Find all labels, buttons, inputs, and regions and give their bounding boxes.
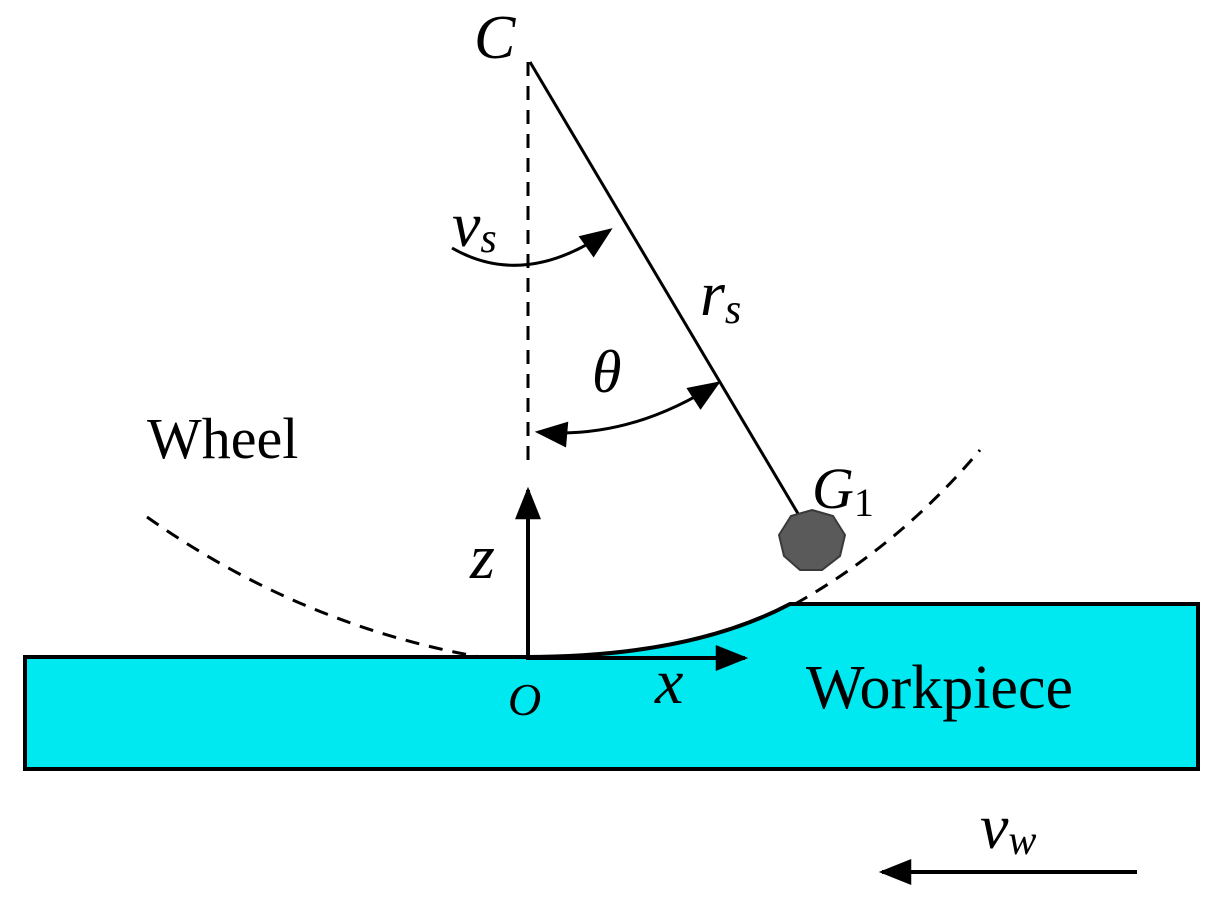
label-x-axis: x bbox=[654, 646, 683, 717]
grain-g1 bbox=[777, 508, 847, 571]
label-workpiece: Workpiece bbox=[806, 654, 1073, 722]
label-center: C bbox=[474, 4, 516, 72]
label-wheel-speed-sub: s bbox=[480, 216, 496, 262]
label-radius: rs bbox=[700, 258, 741, 333]
radius-line bbox=[528, 61, 802, 518]
label-z-axis: z bbox=[469, 521, 495, 592]
label-work-speed-sub: w bbox=[1008, 818, 1036, 864]
label-angle: θ bbox=[592, 339, 621, 405]
label-wheel: Wheel bbox=[147, 406, 298, 471]
wheel-arc-right bbox=[794, 449, 982, 606]
label-origin: O bbox=[508, 674, 541, 725]
label-grain: G1 bbox=[812, 456, 874, 525]
theta-arc bbox=[534, 381, 721, 448]
label-wheel-speed: vs bbox=[452, 189, 497, 262]
label-grain-sub: 1 bbox=[854, 480, 874, 525]
rotation-arrow bbox=[451, 228, 613, 267]
label-radius-sub: s bbox=[725, 287, 741, 333]
wheel-arc-left bbox=[146, 515, 481, 659]
label-work-speed: vw bbox=[980, 791, 1036, 864]
